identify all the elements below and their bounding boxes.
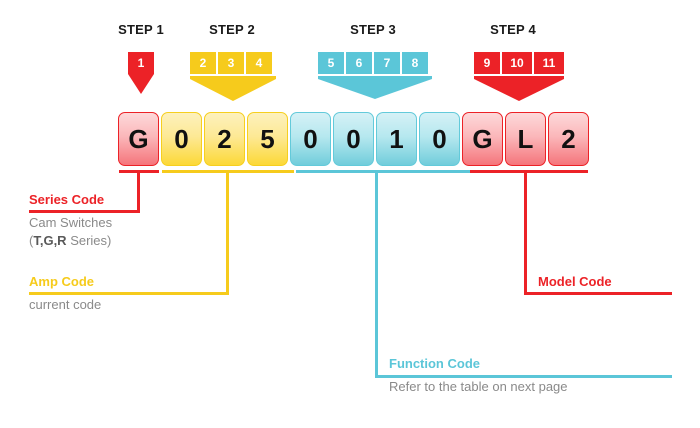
model-label-underline xyxy=(524,292,672,295)
code-char-box: 2 xyxy=(548,112,589,166)
amp-code-title: Amp Code xyxy=(29,274,94,289)
series-line2-prefix: ( xyxy=(29,233,34,248)
step-arrow-2 xyxy=(190,79,276,101)
step-title-3: STEP 3 xyxy=(350,22,396,37)
function-label-underline xyxy=(375,375,672,378)
step-arrow-3 xyxy=(318,79,432,99)
series-drop-line xyxy=(137,170,140,213)
step-chips-4: 9 10 11 xyxy=(474,52,564,74)
function-code-description: Refer to the table on next page xyxy=(389,378,568,396)
model-bracket xyxy=(470,170,588,173)
step-chip: 1 xyxy=(128,52,154,74)
step-title-1: STEP 1 xyxy=(118,22,164,37)
amp-code-description: current code xyxy=(29,296,101,314)
step-chips-1: 1 xyxy=(128,52,154,74)
step-chip: 3 xyxy=(218,52,244,74)
code-char-box: G xyxy=(462,112,503,166)
step-chip: 11 xyxy=(534,52,564,74)
series-line2-suffix: Series) xyxy=(66,233,112,248)
series-label-underline xyxy=(29,210,140,213)
code-char-box: L xyxy=(505,112,546,166)
step-chip: 9 xyxy=(474,52,500,74)
step-bar-4 xyxy=(474,76,564,79)
function-drop-line xyxy=(375,170,378,378)
series-code-line1: Cam Switches xyxy=(29,215,113,230)
series-code-title: Series Code xyxy=(29,192,105,207)
series-line2-bold: T,G,R xyxy=(33,233,67,248)
amp-drop-line xyxy=(226,170,229,294)
function-code-label: Function Code xyxy=(389,356,480,372)
model-code-title: Model Code xyxy=(538,274,612,289)
amp-code-line1: current code xyxy=(29,297,102,312)
code-char-box: 5 xyxy=(247,112,288,166)
function-code-line1: Refer to the table on next page xyxy=(389,379,568,394)
step-arrow-4 xyxy=(474,79,564,101)
step-chip: 4 xyxy=(246,52,272,74)
function-bracket xyxy=(296,170,474,173)
step-title-2: STEP 2 xyxy=(209,22,255,37)
step-chip: 2 xyxy=(190,52,216,74)
series-code-description: Cam Switches (T,G,R Series) xyxy=(29,214,112,250)
function-code-title: Function Code xyxy=(389,356,480,371)
code-char-box: G xyxy=(118,112,159,166)
step-chip: 10 xyxy=(502,52,532,74)
model-code-label: Model Code xyxy=(538,274,612,290)
step-chips-2: 2 3 4 xyxy=(190,52,272,74)
amp-code-label: Amp Code xyxy=(29,274,94,290)
code-char-box: 0 xyxy=(290,112,331,166)
amp-label-underline xyxy=(29,292,229,295)
step-chip: 8 xyxy=(402,52,428,74)
code-char-box: 0 xyxy=(161,112,202,166)
code-char-box: 0 xyxy=(419,112,460,166)
code-character-row: G 0 2 5 0 0 1 0 G L 2 xyxy=(118,112,591,166)
step-arrow-1 xyxy=(128,74,154,94)
step-chip: 7 xyxy=(374,52,400,74)
step-title-4: STEP 4 xyxy=(490,22,536,37)
model-drop-line xyxy=(524,170,527,295)
step-bar-3 xyxy=(318,76,432,79)
code-char-box: 0 xyxy=(333,112,374,166)
step-chip: 5 xyxy=(318,52,344,74)
step-bar-2 xyxy=(190,76,276,79)
step-chips-3: 5 6 7 8 xyxy=(318,52,428,74)
series-code-label: Series Code xyxy=(29,192,104,208)
series-code-line2: (T,G,R Series) xyxy=(29,232,112,250)
code-char-box: 2 xyxy=(204,112,245,166)
code-char-box: 1 xyxy=(376,112,417,166)
step-chip: 6 xyxy=(346,52,372,74)
